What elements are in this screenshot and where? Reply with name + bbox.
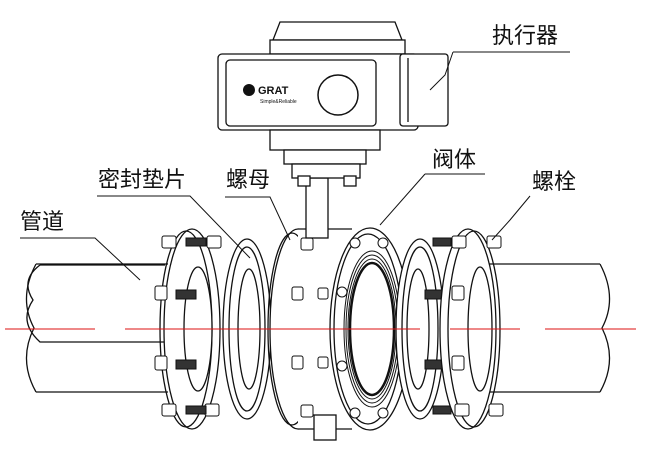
label-pipe: 管道	[20, 210, 65, 235]
label-nut: 螺母	[226, 168, 271, 193]
leader-lines	[20, 51, 570, 281]
flange-left-bolts	[154, 235, 222, 417]
label-actuator: 执行器	[492, 24, 559, 49]
pipe-left-body	[25, 263, 168, 393]
gasket-right-studs	[424, 237, 452, 415]
valve-stem	[305, 177, 337, 441]
flange-right-bolts	[451, 235, 504, 417]
pipe-left-bottom	[30, 268, 165, 398]
brand-name: GRAT	[258, 85, 289, 97]
label-bolt: 螺栓	[532, 170, 577, 195]
label-valve-body: 阀体	[432, 148, 477, 173]
actuator-knob	[317, 74, 359, 116]
brand-logo-icon	[243, 84, 255, 96]
brand-logo: GRAT Simple&Reliable	[243, 84, 297, 105]
valve-body-nuts	[291, 237, 329, 418]
pipe-right-body	[470, 263, 611, 393]
label-gasket: 密封垫片	[98, 168, 187, 193]
pipe-left	[26, 264, 165, 343]
brand-tagline: Simple&Reliable	[260, 99, 297, 105]
valve-body-bolt-holes	[336, 237, 389, 419]
